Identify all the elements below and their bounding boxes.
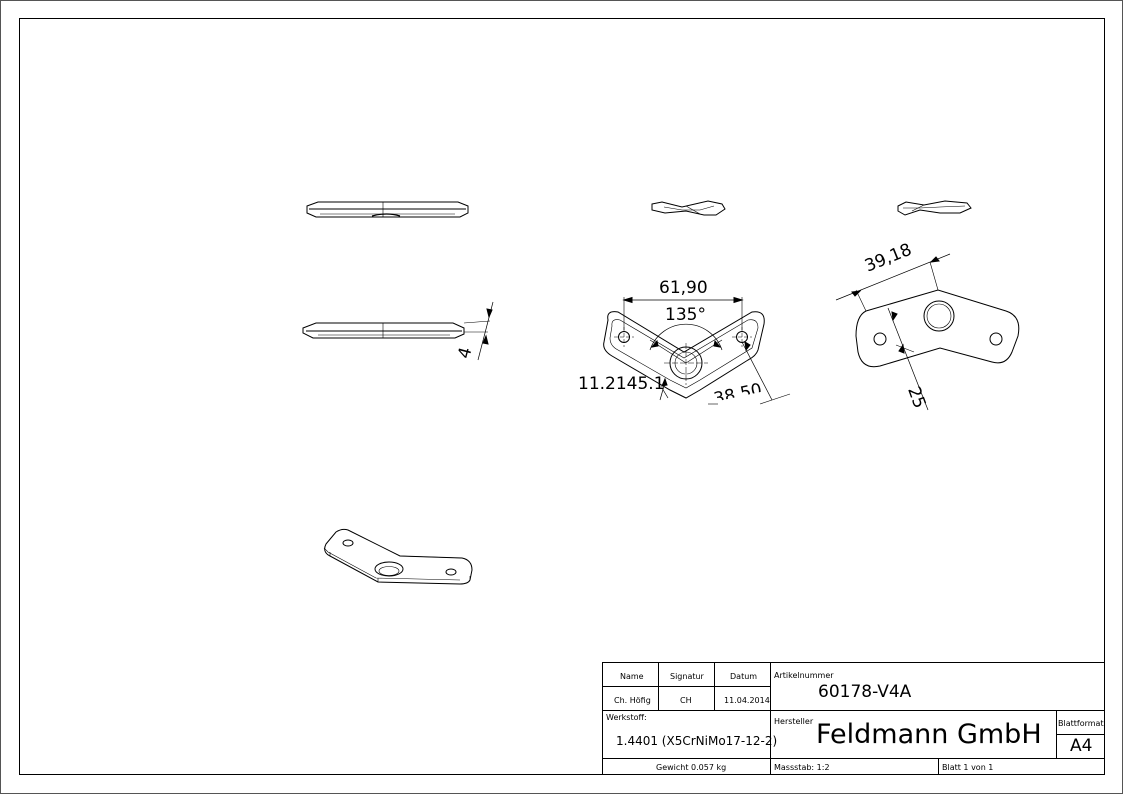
drafter-name: Ch. Höfig [614,696,651,705]
dimension-width-total: 61,90 [659,278,708,298]
isometric-view-part [323,528,473,585]
material-label: Werkstoff: [606,713,647,722]
side-view-top-right [897,200,972,216]
scale-text: Massstab: 1:2 [774,763,830,772]
drawing-date: 11.04.2014 [724,696,770,705]
sheet-number: Blatt 1 von 1 [942,763,994,772]
dimension-angle: 135° [665,305,706,325]
angled-view-part [835,253,1020,411]
manufacturer-name: Feldmann GmbH [816,719,1042,750]
manufacturer-label: Hersteller [774,717,814,726]
article-label: Artikelnummer [774,671,834,680]
side-view-top-left [306,201,469,218]
header-name: Name [620,672,644,681]
dimension-leader-note: 11.2145.1 [578,374,665,394]
drawing-frame [19,18,1105,775]
drafter-signature: CH [680,696,692,705]
weight-text: Gewicht 0.057 kg [656,763,727,772]
title-block-grid [602,662,1105,775]
article-number: 60178-V4A [818,682,912,702]
format-value: A4 [1070,736,1093,756]
top-view-part [603,296,791,405]
format-label: Blattformat [1058,719,1104,728]
material-value: 1.4401 (X5CrNiMo17-12-2) [616,734,778,748]
side-view-thickness [302,301,494,361]
header-date: Datum [730,672,758,681]
header-signature: Signatur [670,672,704,681]
side-view-top-middle [651,200,726,216]
